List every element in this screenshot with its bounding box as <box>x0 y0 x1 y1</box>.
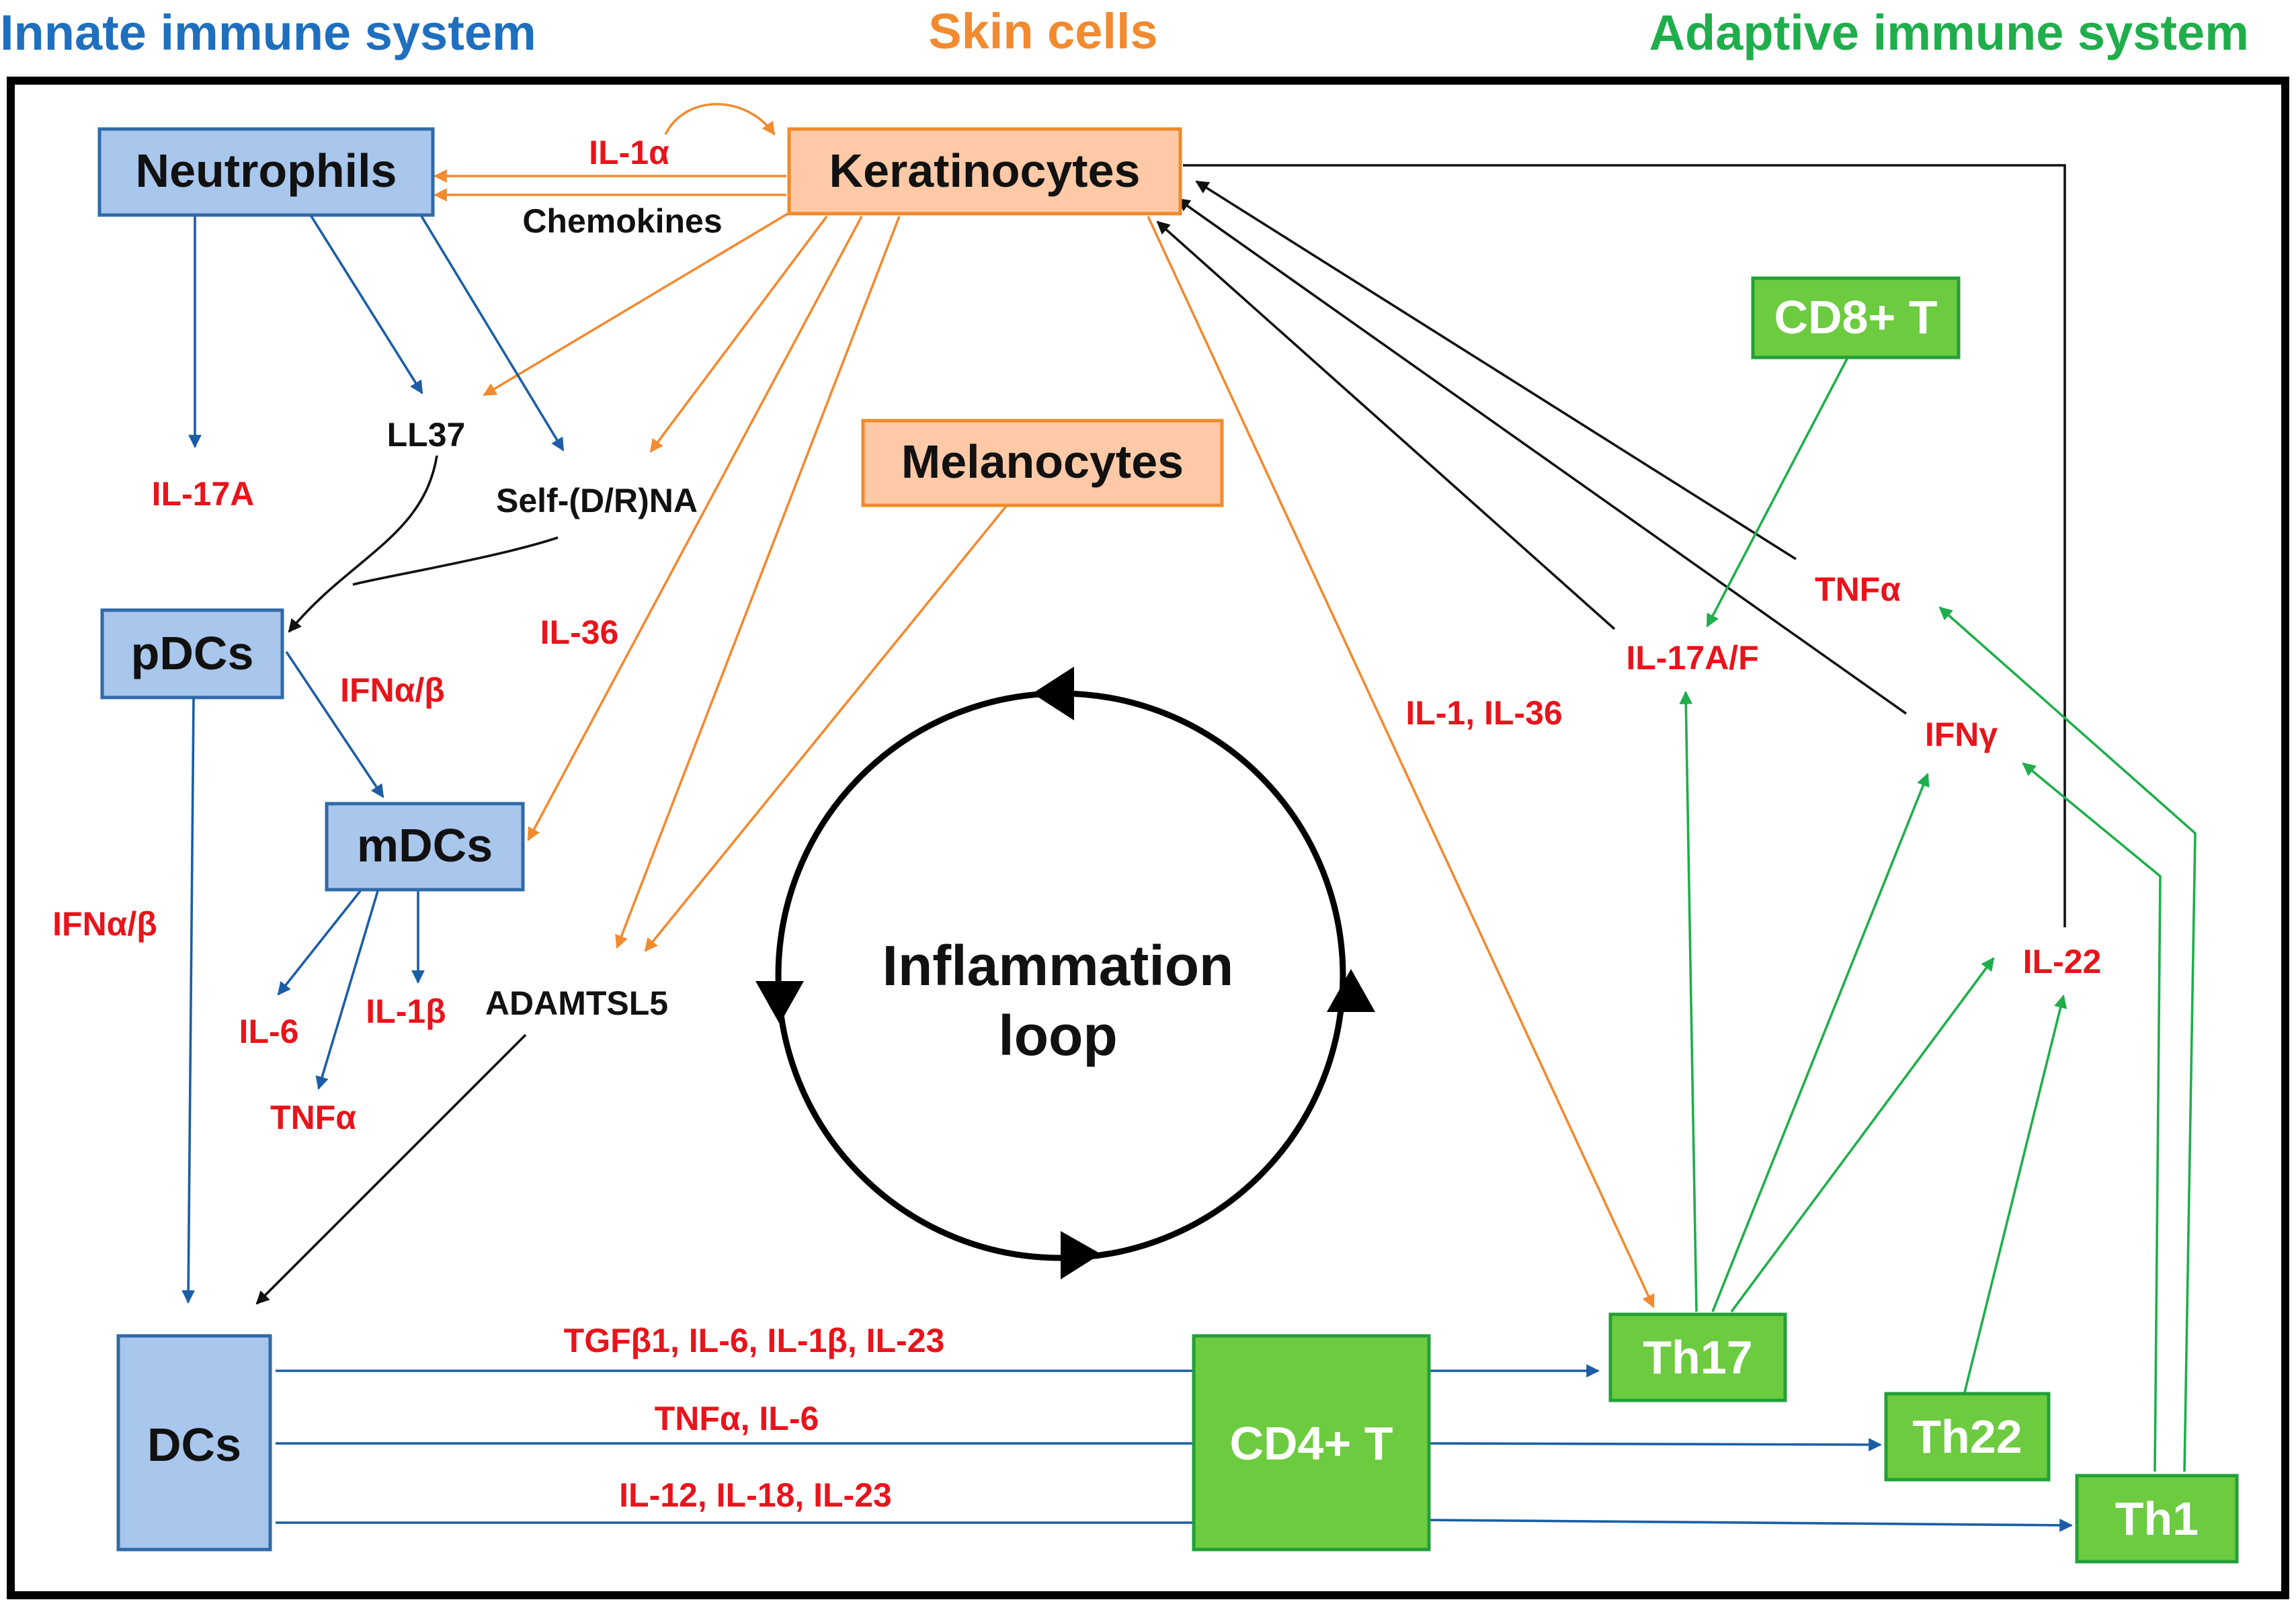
outer-frame <box>7 77 2289 1599</box>
arrow-cd4-th1 <box>1428 1518 2073 1532</box>
node-melanocytes-label: Melanocytes <box>901 435 1184 488</box>
header-adaptive: Adaptive immune system <box>1649 5 2249 60</box>
node-cd4: CD4+ T <box>1192 1334 1431 1552</box>
node-th22: Th22 <box>1884 1392 2051 1482</box>
label-il22: IL-22 <box>2023 943 2102 980</box>
node-keratinocytes-label: Keratinocytes <box>829 144 1141 197</box>
label-adamtsl5: ADAMTSL5 <box>485 984 668 1022</box>
arrow-neutrophils-ll37 <box>309 214 423 394</box>
node-pdcs: pDCs <box>100 608 284 700</box>
label-self-dna: Self-(D/R)NA <box>496 482 698 519</box>
node-neutrophils: Neutrophils <box>97 127 435 217</box>
arrow-mdcs-tnfa <box>315 890 379 1090</box>
node-th1: Th1 <box>2075 1474 2239 1564</box>
loop-arrowhead-right <box>1327 969 1375 1012</box>
arrows <box>181 103 2197 1532</box>
loop-title-line1: Inflammation <box>883 934 1234 997</box>
arrow-adamtsl5-dcs <box>255 1033 527 1305</box>
label-dc-th17: TGFβ1, IL-6, IL-1β, IL-23 <box>564 1322 945 1359</box>
arrow-keratinocytes-mdcs <box>527 216 863 841</box>
node-th17: Th17 <box>1608 1312 1787 1402</box>
labels: IL-1α Chemokines LL37 Self-(D/R)NA IL-17… <box>52 134 2101 1514</box>
arrow-ll37-pdcs <box>288 455 438 633</box>
arrow-keratinocytes-th17 <box>1147 216 1655 1308</box>
arrow-th1-ifng <box>2022 762 2162 1472</box>
label-ifnab-pdc: IFNα/β <box>340 671 445 709</box>
label-il17a: IL-17A <box>152 475 255 513</box>
header-skin: Skin cells <box>928 3 1157 59</box>
arrow-self-dna-pdcs <box>352 536 559 586</box>
arrow-th22-il22 <box>1963 995 2067 1396</box>
label-il6: IL-6 <box>239 1013 299 1050</box>
node-cd8-label: CD8+ T <box>1774 291 1937 343</box>
node-th1-label: Th1 <box>2115 1492 2199 1545</box>
arrow-il22-keratinocytes <box>1183 164 2066 927</box>
arrow-cd8-il17af <box>1706 358 1848 628</box>
arrow-keratinocytes-adamtsl5 <box>615 216 901 949</box>
header-innate: Innate immune system <box>0 5 536 60</box>
label-il1b: IL-1β <box>366 992 446 1030</box>
node-neutrophils-label: Neutrophils <box>136 144 397 197</box>
node-cd4-label: CD4+ T <box>1229 1417 1393 1470</box>
arrow-th17-ifng <box>1711 773 1930 1312</box>
label-dc-th1: IL-12, IL-18, IL-23 <box>619 1476 892 1514</box>
arrow-th17-il22 <box>1730 957 1995 1313</box>
label-il1-il36: IL-1, IL-36 <box>1405 694 1562 732</box>
label-ll37: LL37 <box>387 416 466 454</box>
arrow-th1-tnfa <box>1938 606 2197 1472</box>
loop-arrowhead-bottom <box>1061 1231 1101 1279</box>
arrow-keratinocytes-self-loop <box>664 103 776 136</box>
arrow-keratinocytes-ll37 <box>483 212 788 396</box>
label-il17af: IL-17A/F <box>1626 639 1758 677</box>
arrow-pdcs-dcs <box>181 698 196 1304</box>
arrow-cd4-th22 <box>1428 1438 1882 1451</box>
label-chemokines: Chemokines <box>522 202 722 240</box>
label-dc-th22: TNFα, IL-6 <box>655 1400 819 1437</box>
node-mdcs-label: mDCs <box>357 819 493 872</box>
arrow-ifng-keratinocytes <box>1176 198 1908 715</box>
label-il1a: IL-1α <box>589 134 669 171</box>
arrow-mdcs-il6 <box>277 890 362 996</box>
arrow-melanocytes-adamtsl5 <box>644 504 1008 952</box>
node-melanocytes: Melanocytes <box>861 419 1224 507</box>
loop-title-line2: loop <box>998 1004 1117 1067</box>
node-th22-label: Th22 <box>1912 1410 2022 1463</box>
loop-arrowhead-left <box>755 981 804 1024</box>
arrow-tnfa-keratinocytes <box>1195 180 1797 560</box>
node-dcs: DCs <box>116 1334 272 1552</box>
node-mdcs: mDCs <box>325 802 525 892</box>
label-ifng: IFNγ <box>1925 716 1998 753</box>
arrow-neutrophils-self-dna <box>419 214 565 452</box>
node-keratinocytes: Keratinocytes <box>787 127 1182 216</box>
label-tnfa-right: TNFα <box>1815 570 1901 608</box>
label-ifnab-left: IFNα/β <box>52 905 157 943</box>
label-tnfa-mdc: TNFα <box>270 1099 356 1136</box>
arrow-keratinocytes-self-dna <box>649 215 828 453</box>
node-th17-label: Th17 <box>1643 1331 1752 1384</box>
arrow-il17af-keratinocytes <box>1156 220 1616 630</box>
node-pdcs-label: pDCs <box>131 627 254 679</box>
arrow-th17-il17af <box>1679 691 1698 1312</box>
inflammation-loop: Inflammation loop <box>755 667 1375 1279</box>
arrow-pdcs-mdcs <box>285 651 384 798</box>
node-cd8: CD8+ T <box>1751 276 1961 360</box>
label-il36: IL-36 <box>540 614 619 651</box>
loop-arrowhead-top <box>1032 667 1074 720</box>
node-dcs-label: DCs <box>147 1419 241 1471</box>
